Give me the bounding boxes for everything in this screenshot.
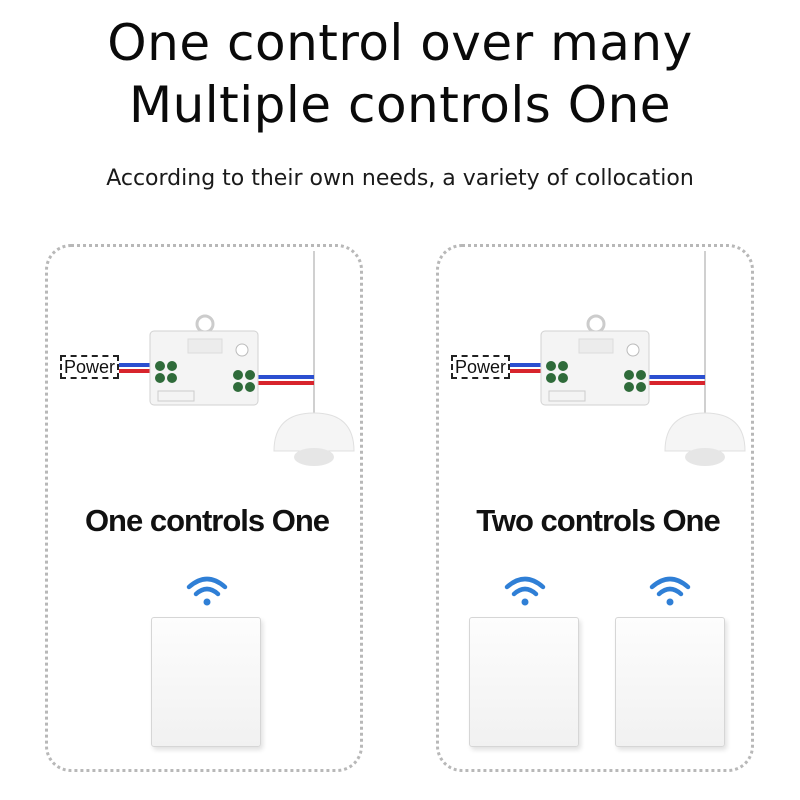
pendant-lamp-icon [664, 412, 746, 466]
wiring-scene: Power [48, 247, 366, 507]
wifi-icon [649, 576, 691, 606]
wiring-scene: Power [439, 247, 757, 507]
pendant-lamp-icon [273, 412, 355, 466]
power-label: Power [451, 355, 511, 379]
wall-switch-icon[interactable] [469, 617, 579, 747]
subtitle: According to their own needs, a variety … [106, 166, 694, 191]
wall-switch-icon[interactable] [615, 617, 725, 747]
panel-one-controls-one: Power One controls One [45, 244, 363, 772]
relay-module-icon [540, 314, 650, 406]
panel-two-controls-one: Power Two controls One [436, 244, 754, 772]
power-label: Power [60, 355, 120, 379]
output-wires [645, 375, 705, 385]
wifi-icon [186, 576, 228, 606]
wall-switch-icon[interactable] [151, 617, 261, 747]
wifi-icon [504, 576, 546, 606]
output-wires [254, 375, 314, 385]
headline-line-1: One control over many [107, 14, 693, 72]
mode-title: Two controls One [476, 503, 721, 538]
headline-line-2: Multiple controls One [128, 76, 672, 134]
mode-title: One controls One [84, 503, 330, 538]
relay-module-icon [149, 314, 259, 406]
